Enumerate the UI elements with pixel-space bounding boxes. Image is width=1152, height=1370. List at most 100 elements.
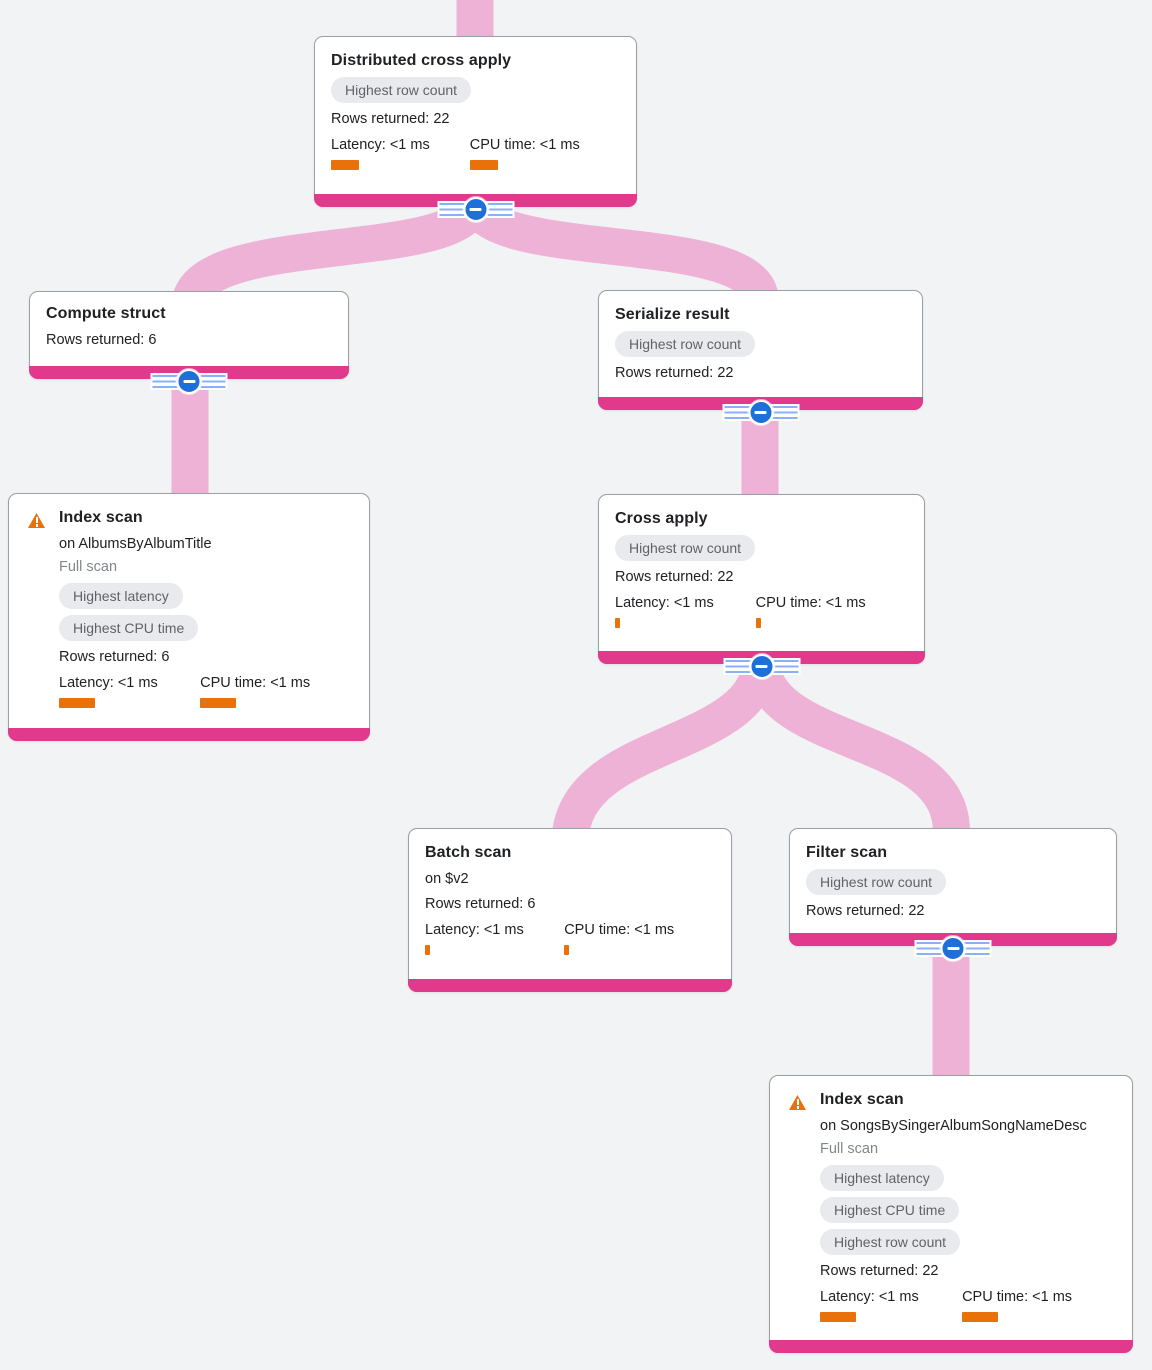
node-title: Serialize result	[615, 306, 730, 323]
node-filter-scan[interactable]: Filter scan Highest row count Rows retur…	[789, 828, 1117, 961]
node-batch-scan[interactable]: Batch scan on $v2 Rows returned: 6 Laten…	[408, 828, 732, 992]
badge-highest-cpu-time: Highest CPU time	[820, 1197, 960, 1223]
badge-highest-cpu-time: Highest CPU time	[59, 615, 199, 641]
cpu-time-bar	[469, 160, 498, 170]
badge-highest-latency: Highest latency	[820, 1165, 944, 1191]
badge-highest-row-count: Highest row count	[806, 869, 947, 895]
node-compute-struct[interactable]: Compute struct Rows returned: 6	[29, 291, 349, 394]
metrics-row: Latency: <1 ms CPU time: <1 ms	[425, 920, 715, 955]
latency-bar	[59, 698, 95, 708]
collapse-button[interactable]	[916, 936, 990, 961]
latency-bar	[331, 160, 359, 170]
cpu-time-bar	[200, 698, 237, 708]
row-count-bar	[769, 1340, 1133, 1353]
latency-metric: Latency: <1 ms	[615, 593, 756, 628]
node-distributed-cross-apply[interactable]: Distributed cross apply Highest row coun…	[314, 36, 637, 222]
collapse-rail-right	[200, 375, 226, 388]
rows-returned: Rows returned: 6	[46, 332, 157, 348]
metrics-row: Latency: <1 ms CPU time: <1 ms	[59, 673, 353, 708]
node-target: on $v2	[425, 871, 469, 887]
collapse-rail-right	[773, 660, 798, 673]
collapse-button[interactable]	[724, 400, 797, 425]
node-title: Filter scan	[806, 844, 888, 861]
cpu-time-label: CPU time: <1 ms	[469, 137, 580, 153]
node-title: Distributed cross apply	[331, 52, 512, 69]
node-title: Index scan	[820, 1091, 904, 1108]
row-count-bar	[408, 979, 732, 992]
node-serialize-result[interactable]: Serialize result Highest row count Rows …	[598, 290, 923, 425]
rows-returned: Rows returned: 22	[820, 1263, 939, 1279]
badge-highest-row-count: Highest row count	[615, 331, 756, 357]
rows-returned: Rows returned: 22	[615, 365, 734, 381]
latency-bar	[615, 618, 620, 628]
node-title: Batch scan	[425, 844, 512, 861]
scan-type: Full scan	[59, 559, 118, 575]
badge-highest-row-count: Highest row count	[615, 535, 756, 561]
node-title: Index scan	[59, 509, 143, 526]
collapse-rail-right	[772, 406, 797, 419]
latency-label: Latency: <1 ms	[331, 137, 430, 153]
cpu-metric: CPU time: <1 ms	[200, 673, 341, 708]
minus-icon	[940, 936, 966, 961]
badge-highest-latency: Highest latency	[59, 583, 183, 609]
rows-returned: Rows returned: 22	[806, 903, 925, 919]
badge-highest-row-count: Highest row count	[331, 77, 472, 103]
collapse-rail-left	[916, 942, 942, 955]
latency-metric: Latency: <1 ms	[820, 1287, 962, 1322]
minus-icon	[176, 369, 202, 394]
node-target: on AlbumsByAlbumTitle	[59, 536, 212, 552]
collapse-button[interactable]	[725, 654, 798, 679]
metrics-row: Latency: <1 ms CPU time: <1 ms	[615, 593, 908, 628]
metrics-row: Latency: <1 ms CPU time: <1 ms	[820, 1287, 1116, 1322]
latency-bar	[425, 945, 430, 955]
collapse-rail-left	[725, 660, 750, 673]
rows-returned: Rows returned: 22	[615, 569, 734, 585]
node-cross-apply[interactable]: Cross apply Highest row count Rows retur…	[598, 494, 925, 679]
collapse-rail-right	[487, 203, 512, 216]
row-count-bar	[8, 728, 370, 741]
metrics-row: Latency: <1 ms CPU time: <1 ms	[331, 135, 620, 170]
latency-label: Latency: <1 ms	[425, 922, 524, 938]
node-target: on SongsBySingerAlbumSongNameDesc	[820, 1118, 1087, 1134]
cpu-metric: CPU time: <1 ms	[962, 1287, 1104, 1322]
collapse-button[interactable]	[152, 369, 226, 394]
node-title: Cross apply	[615, 510, 708, 527]
cpu-time-bar	[962, 1312, 999, 1322]
minus-icon	[463, 197, 488, 222]
link-cross-apply-to-batch-scan	[551, 656, 780, 843]
latency-metric: Latency: <1 ms	[331, 135, 470, 170]
link-distributed-cross-apply-to-serialize-result	[456, 194, 779, 306]
latency-label: Latency: <1 ms	[820, 1289, 919, 1305]
cpu-time-bar	[755, 618, 761, 628]
cpu-metric: CPU time: <1 ms	[469, 135, 609, 170]
collapse-rail-left	[724, 406, 749, 419]
badge-highest-row-count: Highest row count	[820, 1229, 961, 1255]
rows-returned: Rows returned: 6	[59, 649, 170, 665]
cpu-metric: CPU time: <1 ms	[755, 593, 897, 628]
latency-label: Latency: <1 ms	[59, 675, 158, 691]
collapse-rail-left	[439, 203, 464, 216]
link-cross-apply-to-filter-scan	[742, 656, 970, 842]
cpu-time-label: CPU time: <1 ms	[962, 1289, 1073, 1305]
cpu-metric: CPU time: <1 ms	[564, 920, 703, 955]
collapse-rail-left	[152, 375, 178, 388]
latency-metric: Latency: <1 ms	[425, 920, 564, 955]
node-title: Compute struct	[46, 305, 166, 322]
collapse-button[interactable]	[439, 197, 512, 222]
node-index-scan-albums[interactable]: Index scan on AlbumsByAlbumTitle Full sc…	[8, 493, 370, 741]
cpu-time-bar	[564, 945, 570, 955]
scan-type: Full scan	[820, 1141, 879, 1157]
cpu-time-label: CPU time: <1 ms	[564, 922, 675, 938]
latency-bar	[820, 1312, 856, 1322]
rows-returned: Rows returned: 22	[331, 111, 450, 127]
cpu-time-label: CPU time: <1 ms	[200, 675, 311, 691]
minus-icon	[749, 654, 774, 679]
node-index-scan-songs[interactable]: Index scan on SongsBySingerAlbumSongName…	[769, 1075, 1133, 1353]
link-distributed-cross-apply-to-compute-struct	[171, 194, 494, 309]
rows-returned: Rows returned: 6	[425, 896, 536, 912]
latency-label: Latency: <1 ms	[615, 595, 714, 611]
cpu-time-label: CPU time: <1 ms	[755, 595, 866, 611]
minus-icon	[748, 400, 773, 425]
